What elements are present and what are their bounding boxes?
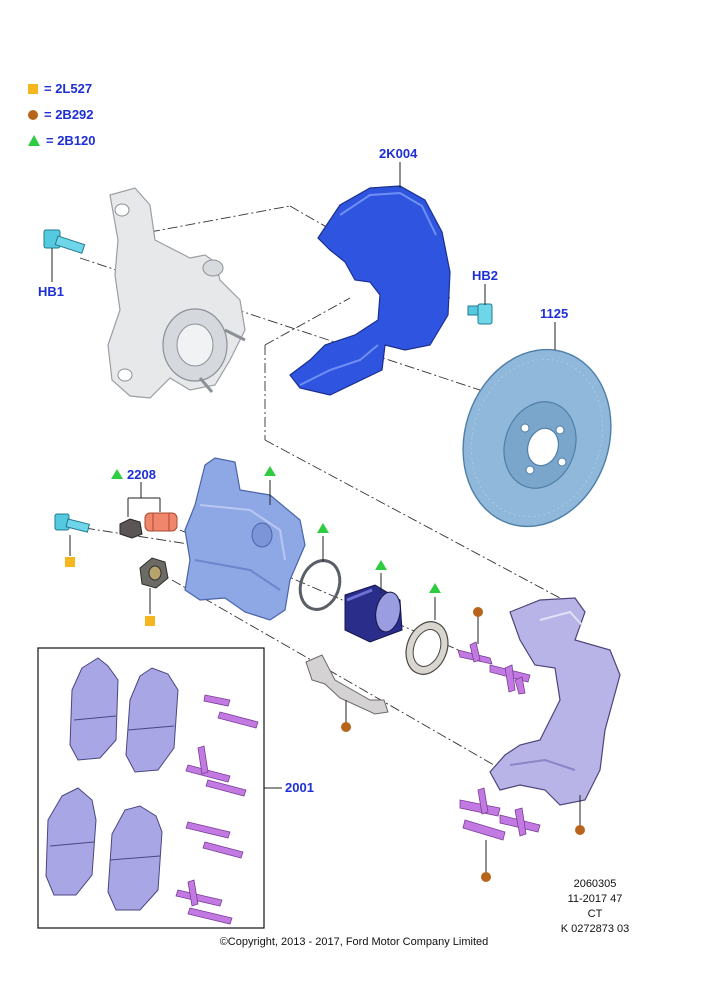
- triangle-icon: [111, 469, 123, 479]
- piston-seal: [298, 559, 342, 611]
- brake-caliper: [184, 457, 306, 621]
- leader-2208: [127, 482, 161, 517]
- copyright-notice: ©Copyright, 2013 - 2017, Ford Motor Comp…: [219, 936, 489, 948]
- circle-icon: [341, 722, 351, 732]
- guide-nut: [139, 557, 169, 589]
- triangle-icon: [317, 523, 329, 533]
- callout-hb2[interactable]: HB2: [472, 268, 499, 283]
- reference-line: CT: [587, 908, 603, 920]
- circle-icon: [28, 109, 38, 120]
- reference-line: 11-2017 47: [567, 893, 623, 905]
- square-icon: [145, 616, 155, 626]
- guide-bushings: [119, 512, 178, 539]
- splash-shield: [289, 185, 451, 396]
- callout-2001[interactable]: 2001: [285, 780, 314, 795]
- bracket-clips-upper: [457, 641, 531, 695]
- bolt-hb1: [43, 229, 86, 254]
- triangle-icon: [264, 466, 276, 476]
- steering-knuckle: [107, 187, 246, 399]
- callout-2208[interactable]: 2208: [127, 467, 156, 482]
- legend-item-triangle: = 2B120: [28, 133, 96, 148]
- caliper-bolt: [54, 513, 90, 533]
- circle-icon: [473, 607, 483, 617]
- callout-1125[interactable]: 1125: [540, 306, 569, 321]
- legend-item-square: = 2L527: [28, 81, 92, 96]
- symbol-markers: [65, 466, 585, 882]
- triangle-icon: [429, 583, 441, 593]
- legend-label: = 2B292: [44, 107, 94, 122]
- drawing-reference: 2060305 11-2017 47 CT K 0272873 03: [555, 877, 635, 937]
- legend-item-circle: = 2B292: [28, 107, 94, 122]
- triangle-icon: [28, 135, 40, 146]
- legend-label: = 2L527: [44, 81, 93, 96]
- dust-boot: [405, 621, 449, 675]
- guide-pin: [305, 654, 389, 715]
- callout-hb1[interactable]: HB1: [38, 284, 65, 299]
- reference-line: K 0272873 03: [560, 923, 630, 935]
- callout-2k004[interactable]: 2K004: [379, 146, 418, 161]
- alignment-lines: [79, 205, 561, 781]
- legend-label: = 2B120: [46, 133, 96, 148]
- square-icon: [65, 557, 75, 567]
- caliper-piston: [344, 584, 403, 643]
- brake-pads: [45, 657, 179, 911]
- square-icon: [28, 83, 38, 94]
- circle-icon: [481, 872, 491, 882]
- bracket-clips-lower: [459, 787, 541, 841]
- circle-icon: [575, 825, 585, 835]
- pad-clips: [175, 694, 259, 925]
- caliper-bracket: [489, 597, 621, 806]
- bolt-hb2: [467, 303, 493, 325]
- brake-disc: [462, 348, 612, 528]
- triangle-icon: [375, 560, 387, 570]
- reference-line: 2060305: [573, 878, 617, 890]
